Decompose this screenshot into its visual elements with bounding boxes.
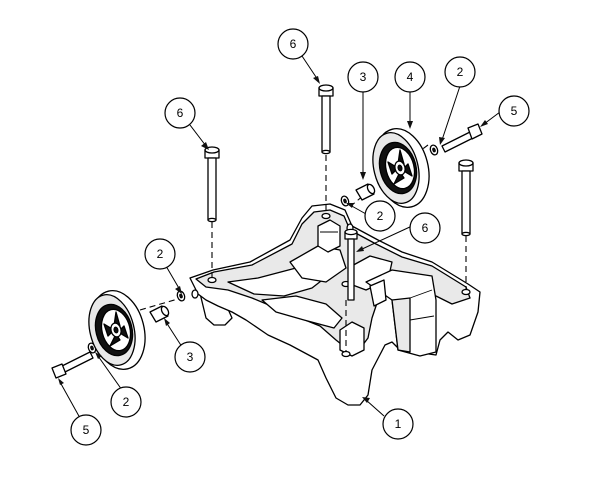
callout-5-right: 5 bbox=[498, 95, 530, 127]
leader-lines bbox=[58, 55, 501, 419]
callout-6-mid: 6 bbox=[409, 212, 441, 244]
callout-2-top-right: 2 bbox=[444, 56, 476, 88]
shoulder-bolt-left bbox=[51, 351, 94, 379]
callout-2-bottom: 2 bbox=[110, 386, 142, 418]
svg-text:5: 5 bbox=[511, 104, 518, 118]
callout-5-left: 5 bbox=[70, 414, 102, 446]
callout-2-left: 2 bbox=[144, 238, 176, 270]
svg-text:3: 3 bbox=[187, 350, 194, 364]
spacer-left bbox=[149, 305, 170, 323]
svg-text:2: 2 bbox=[457, 65, 464, 79]
svg-text:6: 6 bbox=[177, 106, 184, 120]
callout-3-left: 3 bbox=[174, 341, 206, 373]
callout-6-left: 6 bbox=[164, 97, 196, 129]
svg-text:2: 2 bbox=[123, 395, 130, 409]
wheel-top bbox=[372, 128, 430, 208]
washers bbox=[87, 144, 439, 354]
callout-6-top: 6 bbox=[277, 28, 309, 60]
spacer-top bbox=[355, 183, 376, 201]
svg-text:1: 1 bbox=[395, 417, 402, 431]
svg-text:6: 6 bbox=[290, 37, 297, 51]
callout-4: 4 bbox=[394, 61, 426, 93]
bolt-center bbox=[344, 228, 358, 301]
callout-1: 1 bbox=[382, 408, 414, 440]
svg-text:2: 2 bbox=[157, 247, 164, 261]
svg-text:4: 4 bbox=[407, 70, 414, 84]
shoulder-bolt-right bbox=[441, 123, 483, 153]
svg-text:6: 6 bbox=[422, 221, 429, 235]
svg-text:3: 3 bbox=[360, 70, 367, 84]
bolt-left bbox=[204, 146, 220, 223]
bolt-top bbox=[318, 84, 334, 155]
base-frame-part bbox=[189, 203, 481, 406]
wheel-left bbox=[88, 290, 146, 370]
callout-3-top: 3 bbox=[347, 61, 379, 93]
bolt-right bbox=[458, 159, 474, 237]
callout-2-mid: 2 bbox=[364, 200, 396, 232]
svg-text:5: 5 bbox=[83, 423, 90, 437]
svg-text:2: 2 bbox=[377, 209, 384, 223]
